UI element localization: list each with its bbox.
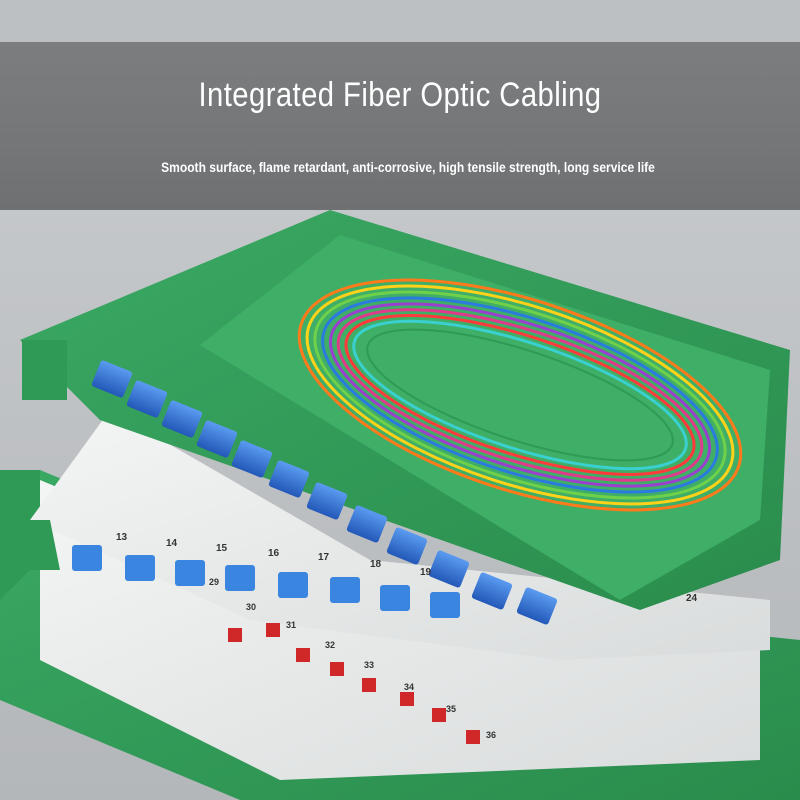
port-label: 33 xyxy=(364,660,374,670)
port-label: 34 xyxy=(404,682,414,692)
duplex-port-row xyxy=(72,545,460,618)
port-label: 19 xyxy=(420,567,432,578)
port-label: 35 xyxy=(446,704,456,714)
port-label: 16 xyxy=(268,548,280,559)
port-label: 32 xyxy=(325,640,335,650)
port-label: 15 xyxy=(216,543,228,554)
red-port-row xyxy=(228,623,480,744)
upper-port-labels: 13 14 15 16 17 18 19 24 xyxy=(116,532,698,604)
middle-panel xyxy=(0,410,770,660)
port-label: 17 xyxy=(318,552,330,563)
top-background-strip xyxy=(0,0,800,42)
fiber-loop xyxy=(297,278,743,512)
blue-adapter-row xyxy=(91,360,558,625)
port-label: 13 xyxy=(116,532,128,543)
banner-title: Integrated Fiber Optic Cabling xyxy=(198,76,602,114)
port-label: 36 xyxy=(486,730,496,740)
port-label: 31 xyxy=(286,620,296,630)
lower-port-labels: 29 30 31 32 33 34 35 36 xyxy=(209,577,496,740)
port-label: 18 xyxy=(370,559,382,570)
port-label: 30 xyxy=(246,602,256,612)
port-label: 24 xyxy=(686,593,698,604)
port-label: 29 xyxy=(209,577,219,587)
port-label: 14 xyxy=(166,538,178,549)
title-banner xyxy=(0,42,800,210)
banner-subtitle: Smooth surface, flame retardant, anti-co… xyxy=(161,159,655,175)
